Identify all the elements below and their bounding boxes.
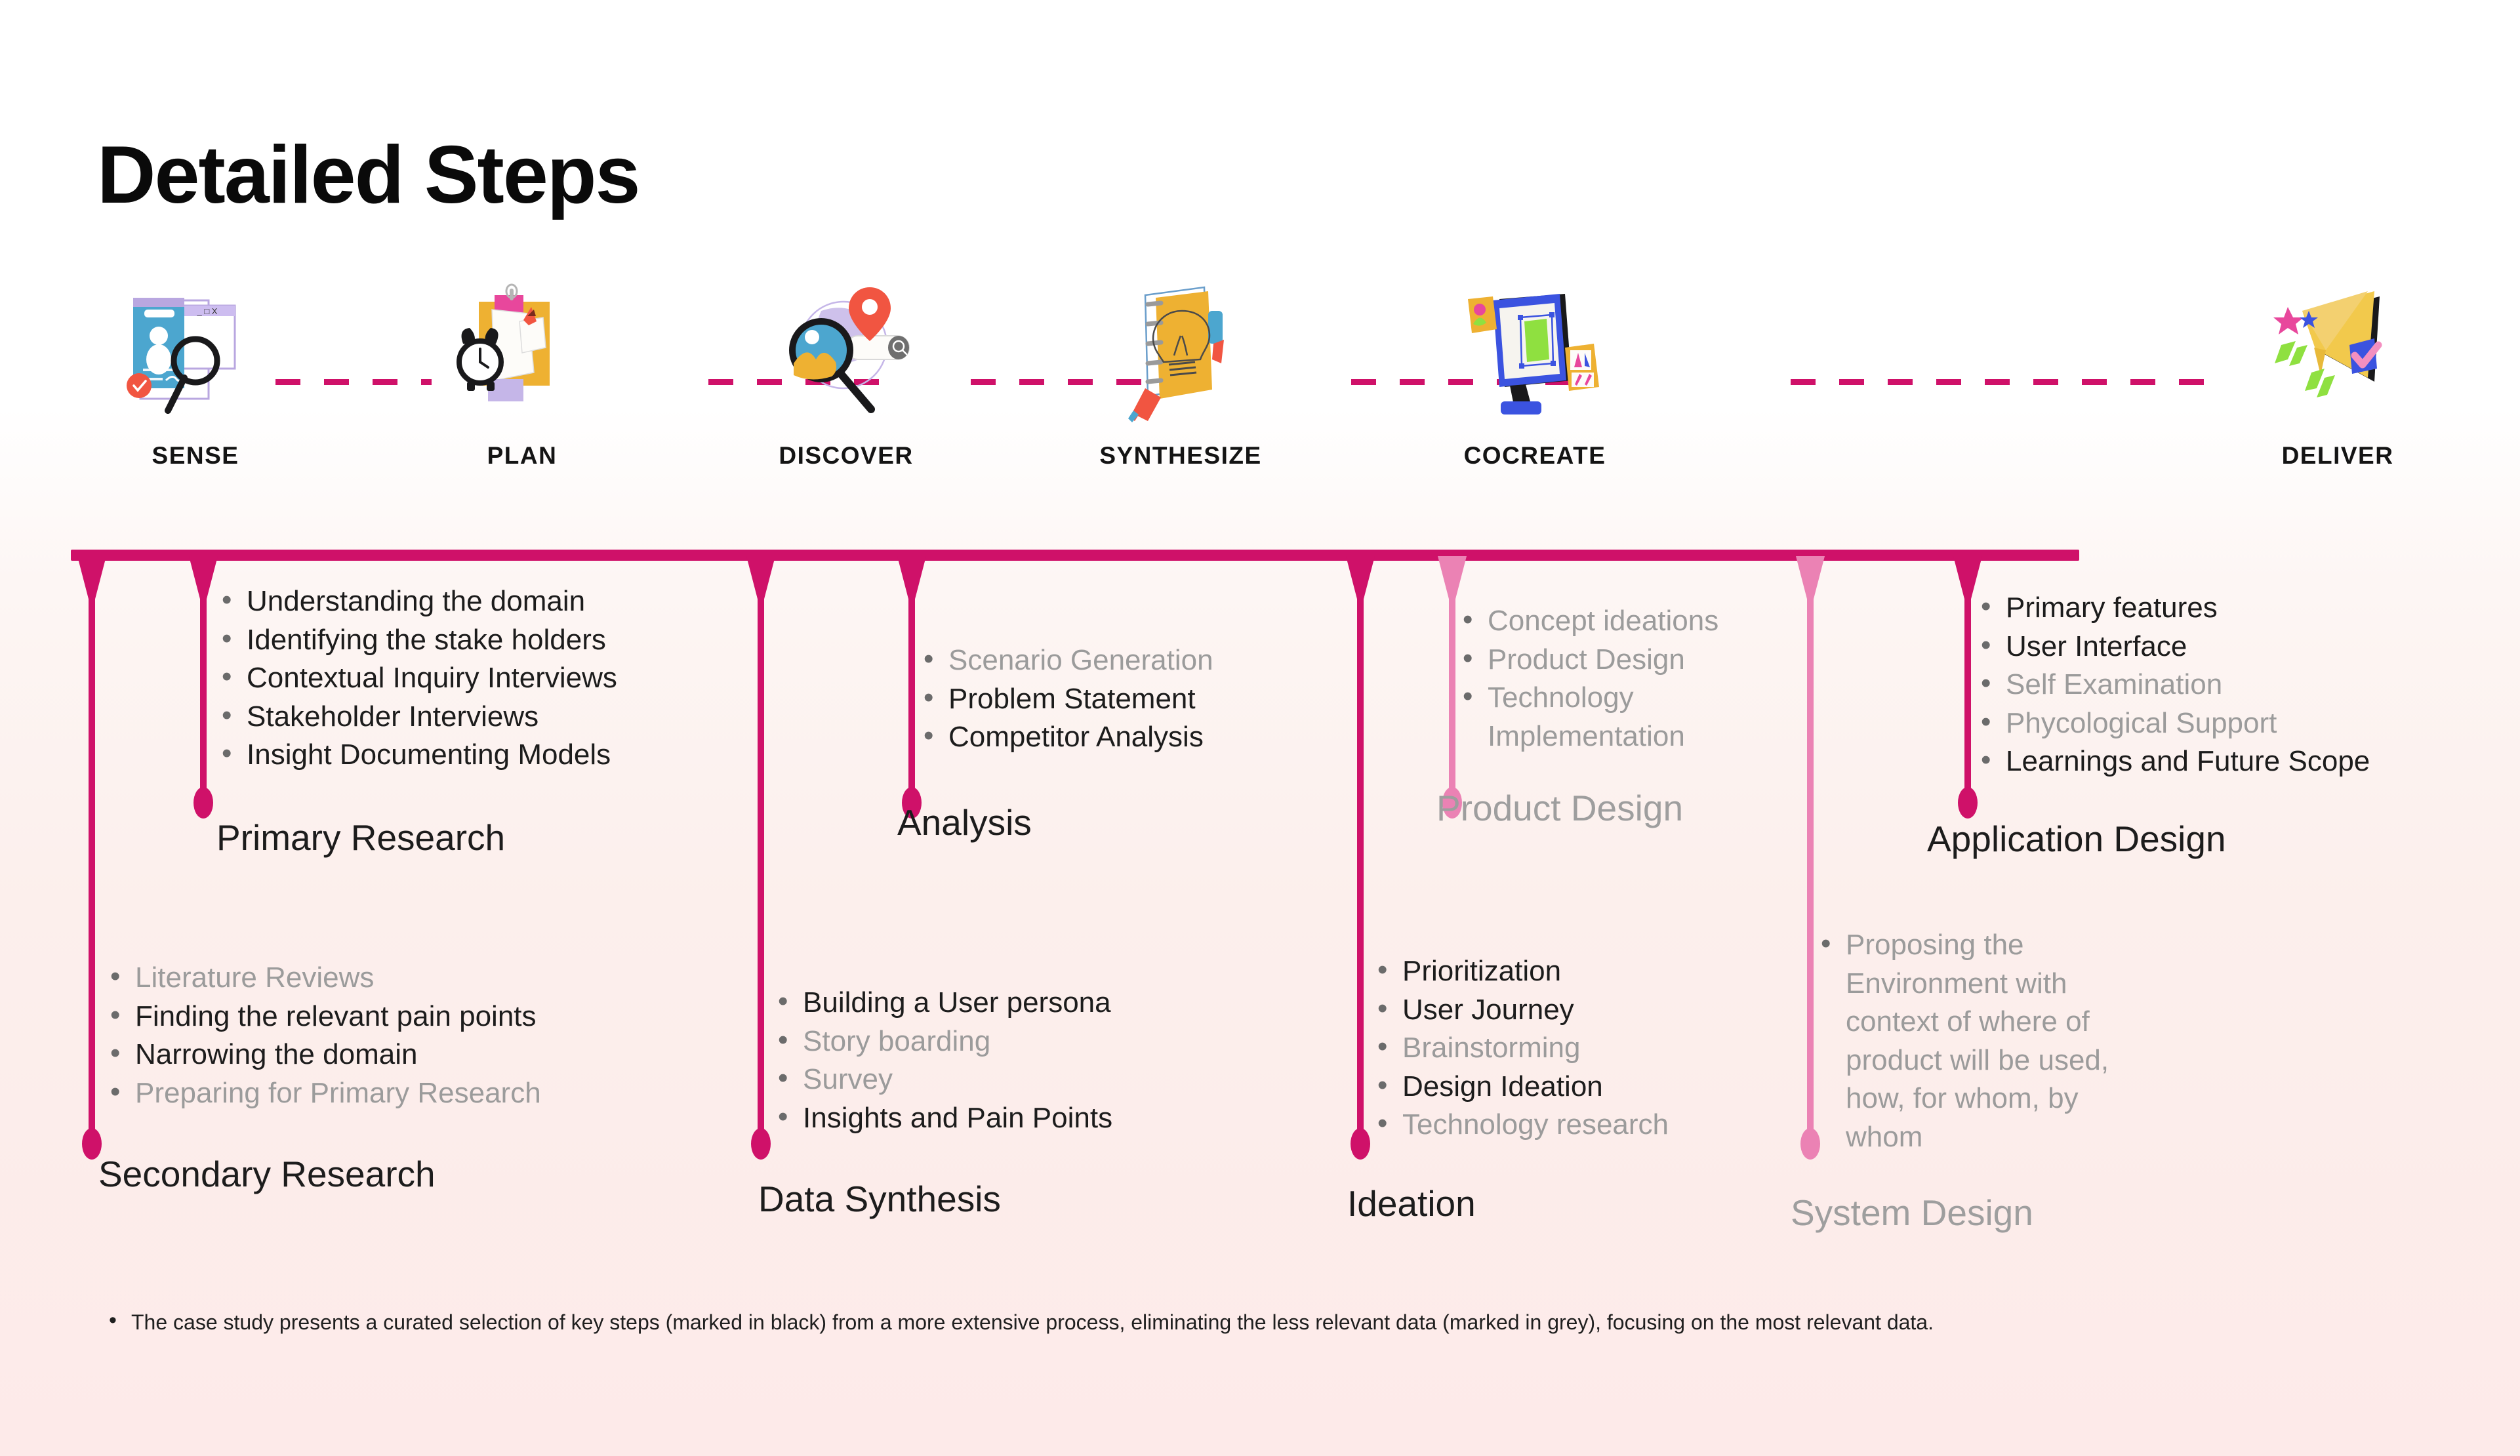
stage-deliver[interactable]: DELIVER <box>2239 282 2436 498</box>
list-item: Phycological Support <box>1976 703 2494 743</box>
list-item: Contextual Inquiry Interviews <box>216 658 715 698</box>
page-title: Detailed Steps <box>97 130 640 220</box>
list-item: Primary features <box>1976 588 2494 628</box>
list-item: Competitor Analysis <box>918 717 1377 757</box>
list-item: Proposing the Environment with context o… <box>1816 925 2157 1156</box>
bullet-list: Literature Reviews Finding the relevant … <box>105 958 643 1113</box>
stage-sense[interactable]: _ □ X SENSE <box>97 282 294 498</box>
stage-cocreate[interactable]: COCREATE <box>1436 282 1633 498</box>
list-item: Stakeholder Interviews <box>216 697 715 737</box>
bullet-list: Prioritization User Journey Brainstormin… <box>1372 951 1779 1144</box>
block-title: Data Synthesis <box>758 1179 1001 1220</box>
block-title: Analysis <box>897 801 1032 843</box>
block-title: Ideation <box>1347 1183 1476 1224</box>
magnifier-globe-pin-icon <box>748 282 945 426</box>
footnote: The case study presents a curated select… <box>104 1308 1934 1335</box>
notebook-lightbulb-pencil-icon <box>1082 282 1279 426</box>
stage-label: DELIVER <box>2281 442 2394 469</box>
list-item: Design Ideation <box>1372 1066 1779 1106</box>
stage-connector-5 <box>1791 379 2217 385</box>
stage-synthesize[interactable]: SYNTHESIZE <box>1082 282 1279 498</box>
block-analysis: Scenario Generation Problem Statement Co… <box>897 640 1377 843</box>
block-title: Primary Research <box>216 817 506 858</box>
bullet-list: Concept ideations Product Design Technol… <box>1457 601 1766 756</box>
bullet-list: Building a User persona Story boarding S… <box>773 982 1245 1138</box>
svg-text:_ □ X: _ □ X <box>197 306 218 316</box>
alarm-clock-notes-icon <box>424 282 620 426</box>
bullet-list: Understanding the domain Identifying the… <box>216 581 715 775</box>
bullet-list: Scenario Generation Problem Statement Co… <box>918 640 1377 757</box>
list-item: Concept ideations <box>1457 601 1766 641</box>
list-item: Prioritization <box>1372 951 1779 991</box>
profile-card-magnifier-icon: _ □ X <box>97 282 294 426</box>
block-title: Product Design <box>1436 788 1684 829</box>
stage-connector-3 <box>971 379 1156 385</box>
list-item: Scenario Generation <box>918 640 1377 680</box>
list-item: Story boarding <box>773 1021 1245 1061</box>
list-item: User Interface <box>1976 626 2494 666</box>
list-item: Survey <box>773 1059 1245 1099</box>
stage-label: SENSE <box>152 442 239 469</box>
timeline-bar <box>71 550 2079 561</box>
bullet-list: Primary features User Interface Self Exa… <box>1976 588 2494 781</box>
list-item: Product Design <box>1457 639 1766 679</box>
bullet-list: Proposing the Environment with context o… <box>1816 925 2157 1156</box>
stage-connector-1 <box>275 379 432 385</box>
list-item: Literature Reviews <box>105 958 643 998</box>
block-secondary-research: Literature Reviews Finding the relevant … <box>98 958 643 1195</box>
list-item: Technology research <box>1372 1104 1779 1144</box>
list-item: Finding the relevant pain points <box>105 996 643 1036</box>
paper-plane-checkmark-icon <box>2239 282 2436 426</box>
list-item: Technology Implementation <box>1457 677 1766 756</box>
list-item: Brainstorming <box>1372 1028 1779 1068</box>
list-item: Self Examination <box>1976 664 2494 704</box>
monitor-design-tools-icon <box>1436 282 1633 426</box>
list-item: Insights and Pain Points <box>773 1098 1245 1138</box>
block-system-design: Proposing the Environment with context o… <box>1791 925 2157 1234</box>
stage-discover[interactable]: DISCOVER <box>748 282 945 498</box>
block-title: Application Design <box>1927 818 2226 859</box>
block-application-design: Primary features User Interface Self Exa… <box>1927 588 2494 860</box>
block-ideation: Prioritization User Journey Brainstormin… <box>1347 951 1779 1224</box>
list-item: Understanding the domain <box>216 581 715 621</box>
list-item: Learnings and Future Scope <box>1976 741 2494 781</box>
list-item: Building a User persona <box>773 982 1245 1022</box>
stage-label: COCREATE <box>1463 442 1606 469</box>
stage-label: PLAN <box>487 442 558 469</box>
stage-label: SYNTHESIZE <box>1099 442 1262 469</box>
list-item: Problem Statement <box>918 679 1377 719</box>
block-title: Secondary Research <box>98 1154 436 1195</box>
list-item: User Journey <box>1372 990 1779 1030</box>
stage-connector-2 <box>708 379 885 385</box>
block-primary-research: Understanding the domain Identifying the… <box>216 581 715 859</box>
list-item: Identifying the stake holders <box>216 620 715 660</box>
block-data-synthesis: Building a User persona Story boarding S… <box>758 982 1245 1220</box>
stage-label: DISCOVER <box>779 442 914 469</box>
stage-plan[interactable]: PLAN <box>424 282 620 498</box>
list-item: Preparing for Primary Research <box>105 1073 643 1113</box>
list-item: Insight Documenting Models <box>216 735 715 775</box>
stage-connector-4 <box>1351 379 1597 385</box>
block-title: System Design <box>1791 1192 2033 1234</box>
block-product-design: Concept ideations Product Design Technol… <box>1436 601 1766 829</box>
list-item: Narrowing the domain <box>105 1034 643 1074</box>
